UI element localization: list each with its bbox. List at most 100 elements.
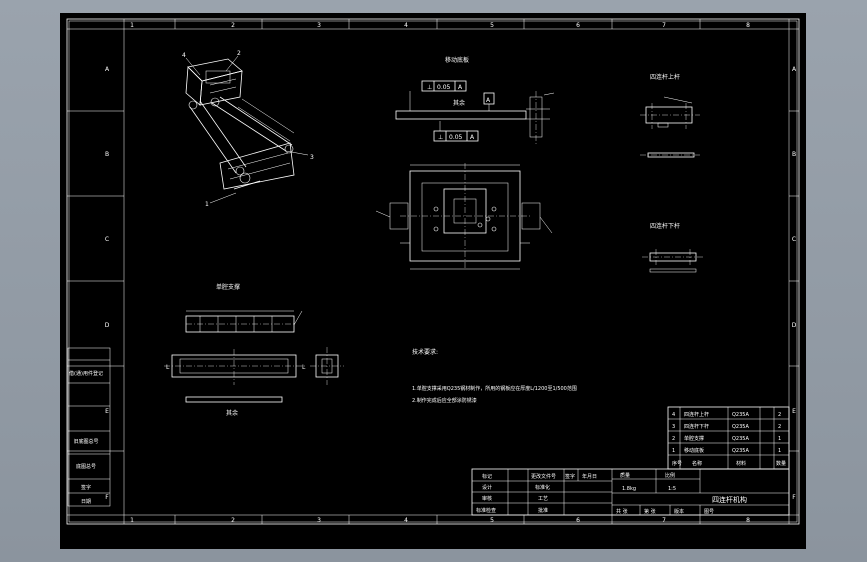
- parts-header: 材料: [736, 460, 746, 467]
- svg-text:L: L: [166, 364, 170, 371]
- parts-header: 数量: [776, 460, 786, 467]
- tb-label: 批准: [538, 507, 548, 514]
- assembly-label: 4: [182, 52, 186, 59]
- parts-material: Q235A: [732, 412, 749, 418]
- inner-border: [68, 20, 798, 523]
- row-label: A: [792, 66, 797, 73]
- parts-material: Q235A: [732, 436, 749, 442]
- title-block: 标记 更改文件号 签字 年月日 设计 标准化 审核 工艺 标准检查 批准 质量 …: [471, 468, 790, 516]
- col-label: 6: [576, 517, 580, 524]
- upper-rod-view: 四连杆上杆: [640, 73, 700, 158]
- datum-label: A: [458, 84, 463, 91]
- parts-no: 1: [672, 448, 675, 454]
- other-label-2: 其余: [226, 409, 238, 417]
- row-label: D: [792, 322, 797, 329]
- assembly-label: 2: [237, 50, 241, 57]
- parts-header: 名称: [692, 460, 702, 467]
- col-label: 1: [130, 22, 134, 29]
- tb-label: 标记: [482, 473, 492, 480]
- left-strip-label: 签字: [81, 484, 91, 491]
- outer-border: [66, 18, 800, 525]
- row-label: C: [105, 236, 109, 243]
- row-label: B: [105, 151, 109, 158]
- col-label: 8: [746, 22, 750, 29]
- base-plate-views: 移动底板 ⊥ 0.05 A ⊥ 0.05 A A 其余: [375, 56, 555, 270]
- tolerance-value: 0.05: [437, 84, 451, 91]
- tb-label: 年月日: [582, 473, 597, 480]
- col-label: 7: [662, 517, 666, 524]
- parts-no: 2: [672, 436, 675, 442]
- parts-name: 单腔支撑: [684, 435, 704, 442]
- row-label: A: [105, 66, 110, 73]
- parts-no: 4: [672, 412, 675, 418]
- row-label: E: [105, 408, 109, 415]
- tb-label: 共 张: [616, 508, 628, 515]
- other-label: 其余: [453, 99, 465, 107]
- technical-notes: 技术要求: 1.单腔支撑采用Q235钢材制作，所用的钢板应在厚度L/1200至1…: [412, 348, 577, 404]
- left-strip-label: 日期: [81, 499, 91, 505]
- svg-text:L: L: [302, 364, 306, 371]
- datum-label: A: [470, 134, 475, 141]
- parts-header: 序号: [672, 460, 682, 467]
- tb-value: 1.8kg: [622, 486, 636, 492]
- col-label: 4: [404, 22, 408, 29]
- col-label: 5: [490, 517, 494, 524]
- tolerance-value: 0.05: [449, 134, 463, 141]
- parts-list: 4 四连杆上杆 Q235A 2 3 四连杆下杆 Q235A 2 2 单腔支撑 Q…: [667, 406, 790, 470]
- tb-label: 签字: [565, 473, 575, 480]
- col-label: 3: [317, 517, 321, 524]
- row-label: F: [792, 494, 796, 501]
- row-label: B: [792, 151, 796, 158]
- parts-qty: 1: [778, 436, 781, 442]
- left-strip-label: 借(通)用件登记: [69, 370, 103, 377]
- col-label: 5: [490, 22, 494, 29]
- parts-no: 3: [672, 424, 675, 430]
- upper-rod-title: 四连杆上杆: [650, 73, 680, 81]
- datum-box: A: [486, 97, 491, 104]
- tb-label: 审核: [482, 495, 492, 502]
- tb-label: 标准化: [535, 484, 550, 491]
- tb-label: 质量: [620, 472, 630, 479]
- assembly-label: 1: [205, 201, 209, 208]
- lower-rod-title: 四连杆下杆: [650, 222, 680, 230]
- col-label: 2: [231, 22, 235, 29]
- col-label: 4: [404, 517, 408, 524]
- parts-name: 四连杆上杆: [684, 411, 709, 418]
- notes-title: 技术要求:: [412, 348, 438, 356]
- tb-label: 第 张: [644, 508, 656, 515]
- tb-label: 图号: [704, 509, 714, 515]
- left-strip: 借(通)用件登记 旧底图总号 底图总号 签字 日期: [67, 347, 111, 507]
- support-plate-title: 单腔支撑: [216, 283, 240, 291]
- lower-rod-view: 四连杆下杆: [642, 222, 704, 273]
- row-label: D: [105, 322, 110, 329]
- cad-drawing: 1 2 3 4 5 6 7 8 1 2 3 4 5 6 7 8 A B C D …: [66, 18, 800, 525]
- col-label: 1: [130, 517, 134, 524]
- col-label: 3: [317, 22, 321, 29]
- tb-label: 标准检查: [476, 507, 496, 514]
- parts-material: Q235A: [732, 424, 749, 430]
- parts-name: 移动底板: [684, 447, 704, 454]
- parts-qty: 1: [778, 448, 781, 454]
- col-label: 2: [231, 517, 235, 524]
- row-label: E: [792, 408, 796, 415]
- row-label: F: [105, 494, 109, 501]
- left-strip-label: 底图总号: [76, 463, 96, 470]
- base-plate-title: 移动底板: [445, 56, 469, 64]
- tb-label: 设计: [482, 484, 492, 491]
- tb-label: 比例: [665, 472, 675, 479]
- tb-label: 工艺: [538, 496, 548, 502]
- parts-qty: 2: [778, 412, 781, 418]
- parts-qty: 2: [778, 424, 781, 430]
- drawing-name: 四连杆机构: [712, 495, 747, 504]
- notes-line: 2.制作完成后应全部涂防锈漆: [412, 397, 477, 404]
- parts-name: 四连杆下杆: [684, 423, 709, 430]
- assembly-view: 4 2 3 1: [182, 50, 314, 208]
- tb-label: 更改文件号: [531, 473, 556, 480]
- left-strip-label: 旧底图总号: [73, 438, 98, 445]
- assembly-label: 3: [310, 154, 314, 161]
- col-label: 8: [746, 517, 750, 524]
- notes-line: 1.单腔支撑采用Q235钢材制作，所用的钢板应在厚度L/1200至1/500范围: [412, 385, 577, 392]
- tb-label: 版本: [674, 508, 684, 515]
- col-label: 7: [662, 22, 666, 29]
- row-label: C: [792, 236, 796, 243]
